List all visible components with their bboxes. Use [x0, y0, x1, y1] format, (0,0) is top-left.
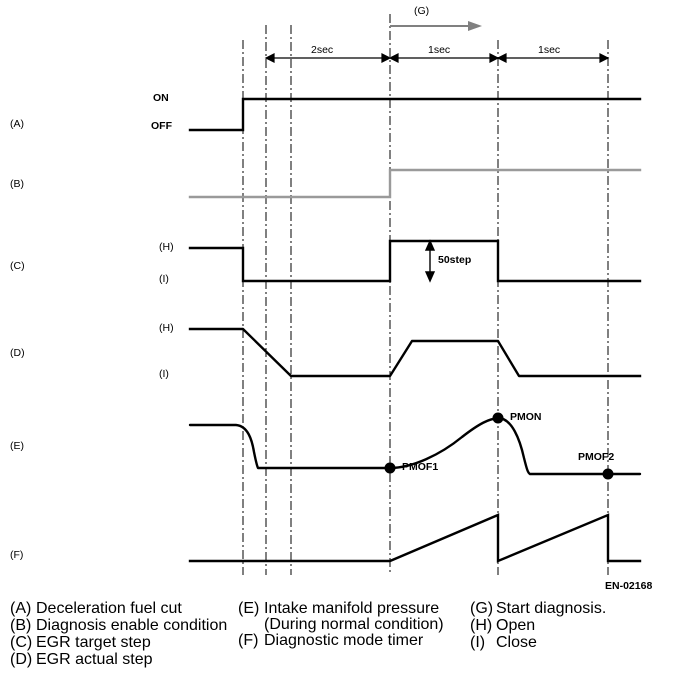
row-label-f: (F): [10, 549, 24, 561]
row-label-c: (C): [10, 260, 25, 272]
legend-item-a: (A)Deceleration fuel cut: [10, 600, 227, 617]
pmof2-label: PMOF2: [578, 451, 615, 463]
timing-measure-arrows: [264, 53, 610, 63]
legend-text-a: Deceleration fuel cut: [36, 600, 182, 617]
pmon-dot: [492, 412, 504, 424]
signal-b-trace: [188, 168, 642, 199]
legend-text-d: EGR actual step: [36, 651, 153, 668]
legend-column-2: (E)Intake manifold pressure (During norm…: [238, 600, 444, 649]
signal-e-trace: [188, 416, 642, 476]
legend-text-h: Open: [496, 617, 536, 634]
legend-item-g: (G)Start diagnosis.: [470, 600, 606, 617]
legend-text-g: Start diagnosis.: [496, 600, 607, 617]
timing-label-2sec: 2sec: [311, 44, 334, 56]
legend-key-i: (I): [470, 634, 486, 651]
state-label-on: ON: [153, 92, 169, 104]
legend-key-c: (C): [10, 634, 33, 651]
guide-lines: [242, 14, 609, 575]
legend-item-b: (B)Diagnosis enable condition: [10, 617, 227, 634]
legend-text-f: Diagnostic mode timer: [264, 632, 424, 649]
legend-subtext-e: (During normal condition): [264, 616, 444, 633]
start-diagnosis-label: (G): [414, 5, 430, 17]
row-label-d: (D): [10, 347, 25, 359]
legend-text-b: Diagnosis enable condition: [36, 617, 228, 634]
legend-column-3: (G)Start diagnosis. (H)Open (I) Close: [470, 600, 606, 651]
step-annotation: 50step: [438, 254, 472, 266]
legend-text-i: Close: [496, 634, 537, 651]
legend-item-c: (C)EGR target step: [10, 634, 227, 651]
state-label-close-d: (I): [159, 368, 169, 380]
legend-item-f: (F) Diagnostic mode timer: [238, 632, 444, 649]
state-label-off: OFF: [151, 120, 172, 132]
legend-key-b: (B): [10, 617, 32, 634]
pmon-label: PMON: [510, 411, 542, 423]
legend-key-e: (E): [238, 600, 260, 617]
timing-label-1sec-a: 1sec: [428, 44, 451, 56]
row-label-b: (B): [10, 178, 24, 190]
state-label-open-d: (H): [159, 322, 174, 334]
pmof1-dot: [384, 462, 396, 474]
legend-item-i: (I) Close: [470, 634, 606, 651]
legend-text-c: EGR target step: [36, 634, 151, 651]
legend-key-h: (H): [470, 617, 493, 634]
legend-key-f: (F): [238, 632, 259, 649]
step-measure-arrow: [424, 239, 436, 283]
legend-key-d: (D): [10, 651, 33, 668]
legend-item-h: (H)Open: [470, 617, 606, 634]
pmof1-label: PMOF1: [402, 461, 439, 473]
row-label-e: (E): [10, 440, 24, 452]
legend-key-a: (A): [10, 600, 32, 617]
legend-column-1: (A)Deceleration fuel cut (B)Diagnosis en…: [10, 600, 227, 668]
figure-code: EN-02168: [605, 580, 653, 592]
pressure-point-markers: [384, 412, 614, 480]
legend-item-d: (D)EGR actual step: [10, 651, 227, 668]
start-diagnosis-arrow: [390, 21, 482, 31]
pmof2-dot: [602, 468, 614, 480]
signal-a-trace: [188, 97, 642, 132]
legend-item-e: (E)Intake manifold pressure: [238, 600, 444, 617]
signal-f-trace: [188, 513, 642, 563]
row-label-a: (A): [10, 118, 24, 130]
legend-key-g: (G): [470, 600, 494, 617]
signal-c-trace: [188, 239, 642, 283]
signal-d-trace: [188, 327, 642, 378]
legend-text-e: Intake manifold pressure: [264, 600, 440, 617]
timing-label-1sec-b: 1sec: [538, 44, 561, 56]
state-label-open-c: (H): [159, 241, 174, 253]
state-label-close-c: (I): [159, 273, 169, 285]
